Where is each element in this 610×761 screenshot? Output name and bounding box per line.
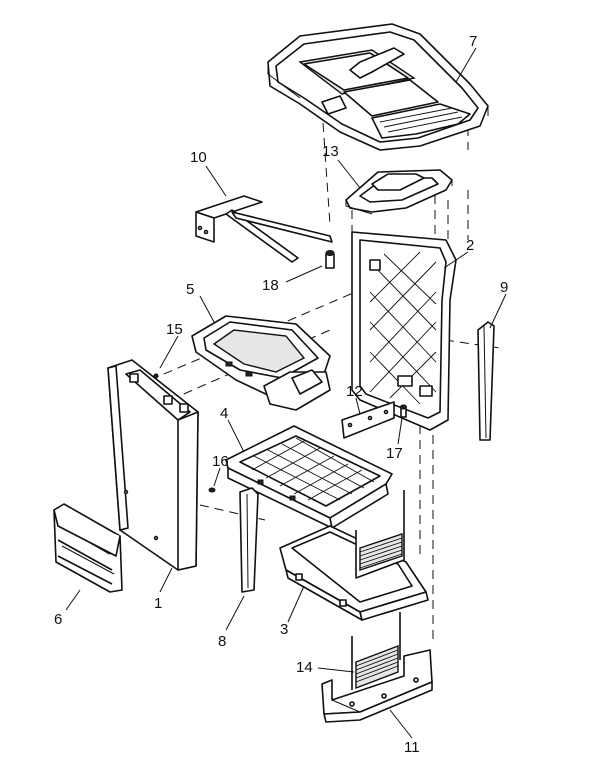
- part-15-clip: [153, 373, 159, 379]
- callout-10: 10: [190, 149, 207, 166]
- vent-grille-upper: [355, 490, 405, 579]
- part-10-bracket: [195, 195, 333, 263]
- callout-3: 3: [280, 621, 288, 638]
- part-1-front-panel: [107, 359, 199, 571]
- callout-1: 1: [154, 595, 162, 612]
- callout-11: 11: [404, 739, 420, 756]
- part-2-rear-panel: [351, 231, 457, 431]
- callout-9: 9: [500, 279, 508, 296]
- part-16-screw: [208, 487, 216, 493]
- callout-18: 18: [262, 277, 279, 294]
- callout-7: 7: [469, 33, 477, 50]
- callout-15: 15: [166, 321, 183, 338]
- callout-12: 12: [346, 383, 363, 400]
- part-9-side-strip: [477, 321, 495, 441]
- callout-2: 2: [466, 237, 474, 254]
- callout-13: 13: [322, 143, 339, 160]
- callout-4: 4: [220, 405, 228, 422]
- part-14-vent-grille: [351, 612, 401, 690]
- callout-8: 8: [218, 633, 226, 650]
- callout-14: 14: [296, 659, 313, 676]
- callout-labels: 7 10 13 2 9 18 5 15 12 17 4 16 1 6 8 3 1…: [54, 33, 508, 756]
- part-13-small-frame: [345, 169, 453, 215]
- part-6-front-grille: [53, 503, 123, 593]
- part-4-filter-tray: [225, 425, 393, 529]
- part-12-plate: [341, 401, 395, 439]
- callout-5: 5: [186, 281, 194, 298]
- leader-lines: [65, 47, 507, 739]
- callout-17: 17: [386, 445, 403, 462]
- part-3-drawer: [279, 525, 429, 621]
- callout-16: 16: [212, 453, 229, 470]
- part-11-base-bracket: [321, 649, 433, 723]
- part-18-screw: [325, 250, 335, 269]
- alignment-lines: [149, 107, 501, 640]
- part-8-vertical-strip: [239, 487, 259, 593]
- part-5-tray: [191, 315, 331, 411]
- part-17-screw: [400, 404, 407, 418]
- part-7-top-cover: [267, 23, 489, 151]
- callout-6: 6: [54, 611, 62, 628]
